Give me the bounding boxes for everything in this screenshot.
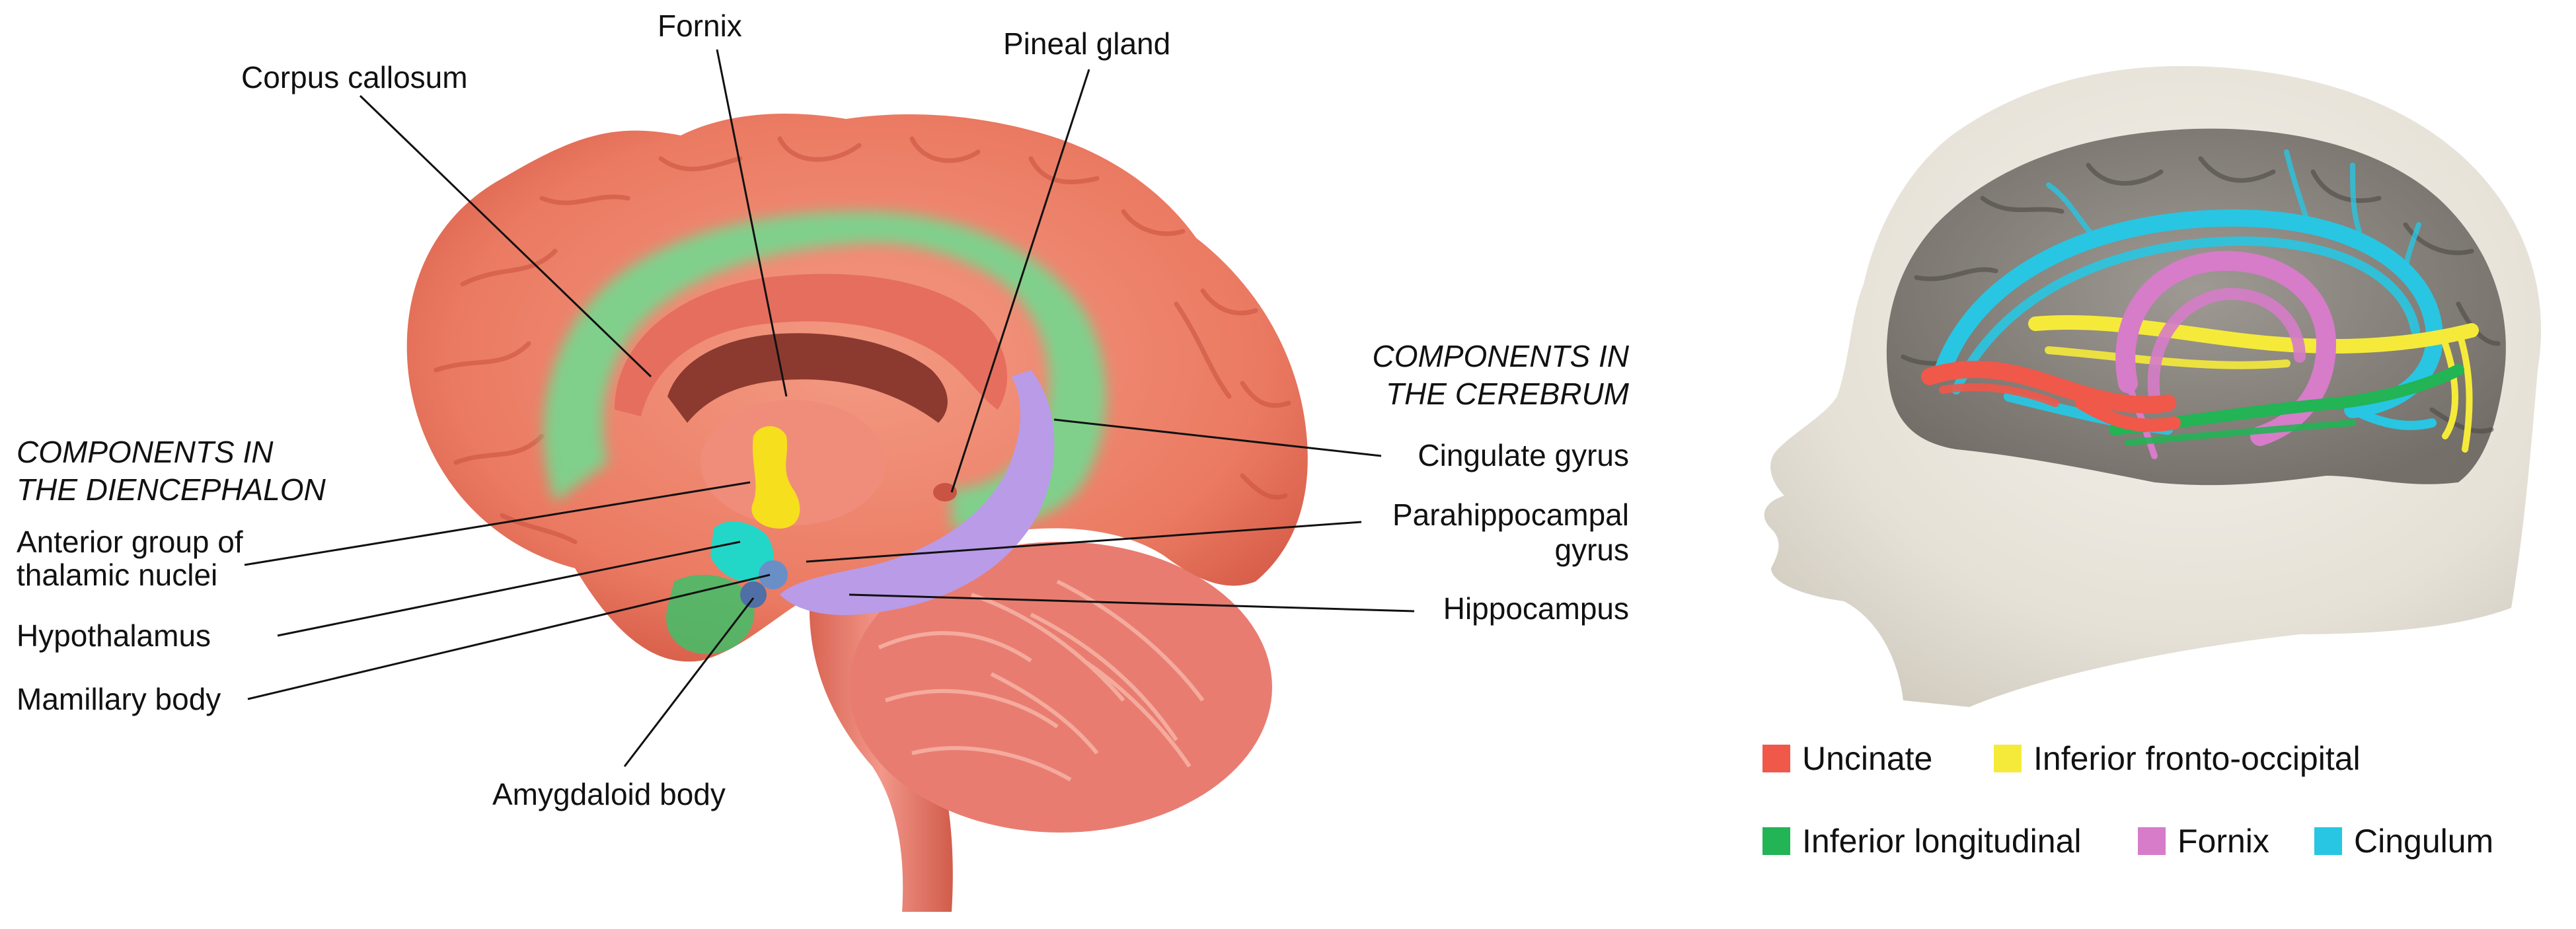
pineal-gland (933, 483, 957, 502)
cerebellum-folia (878, 579, 1205, 782)
left-labels: Fornix Corpus callosum Pineal gland COMP… (17, 9, 1630, 811)
label-cingulate-gyrus: Cingulate gyrus (1418, 438, 1629, 472)
legend-swatch (1762, 827, 1790, 855)
hippocampus (780, 370, 1055, 615)
label-parahippocampal-line1: Parahippocampal (1392, 498, 1629, 532)
legend-swatch (1762, 745, 1790, 772)
cerebral-cortex (406, 114, 1308, 662)
legend-label: Uncinate (1802, 740, 1932, 777)
diencephalon-group-label-line2: THE DIENCEPHALON (17, 472, 326, 507)
uncinate-fibers (1921, 361, 2181, 432)
label-hypothalamus: Hypothalamus (17, 618, 211, 653)
legend-label: Cingulum (2354, 823, 2493, 860)
label-anterior-thalamic-line2: thalamic nuclei (17, 558, 217, 592)
legend-item: Fornix (2138, 823, 2269, 860)
diencephalon-group-label-line1: COMPONENTS IN (17, 435, 274, 469)
legend-label: Inferior fronto-occipital (2033, 740, 2361, 777)
cerebellum (849, 542, 1272, 833)
leader-lines (244, 49, 1415, 767)
label-corpus-callosum: Corpus callosum (241, 60, 468, 94)
mamillary-body (759, 560, 788, 589)
label-anterior-thalamic-line1: Anterior group of (17, 525, 243, 559)
label-parahippocampal-line2: gyrus (1555, 533, 1629, 567)
amygdaloid-body (740, 581, 767, 608)
legend-swatch (2314, 827, 2342, 855)
anterior-thalamic-nuclei (751, 426, 800, 529)
legend-item: Inferior fronto-occipital (1994, 740, 2361, 777)
legend-label: Inferior longitudinal (1802, 823, 2082, 860)
corpus-callosum (615, 274, 1008, 416)
lateral-ventricle (667, 333, 948, 423)
legend-item: Uncinate (1762, 740, 1932, 777)
tract-legend: Uncinate Inferior fronto-occipitalInferio… (1762, 740, 2493, 860)
legend-swatch (1994, 745, 2022, 772)
thalamus (701, 400, 886, 525)
label-mamillary-body: Mamillary body (17, 682, 221, 716)
brain-illustration (406, 114, 1308, 912)
label-pineal-gland: Pineal gland (1003, 26, 1170, 61)
head-tractography (1764, 66, 2542, 707)
ifo-fibers (2028, 315, 2479, 453)
cerebrum-group-label-line2: THE CEREBRUM (1386, 377, 1630, 411)
legend-item: Cingulum (2314, 823, 2493, 860)
legend-swatch (2138, 827, 2166, 855)
limbic-lobe-green (543, 211, 1106, 529)
hypothalamus (710, 521, 774, 582)
legend-item: Inferior longitudinal (1762, 823, 2082, 860)
label-fornix: Fornix (658, 9, 742, 43)
label-amygdaloid-body: Amygdaloid body (492, 777, 726, 811)
legend-label: Fornix (2178, 823, 2269, 860)
cortex-gyri (434, 136, 1291, 544)
label-hippocampus: Hippocampus (1443, 591, 1629, 626)
cerebrum-group-label-line1: COMPONENTS IN (1373, 339, 1630, 373)
